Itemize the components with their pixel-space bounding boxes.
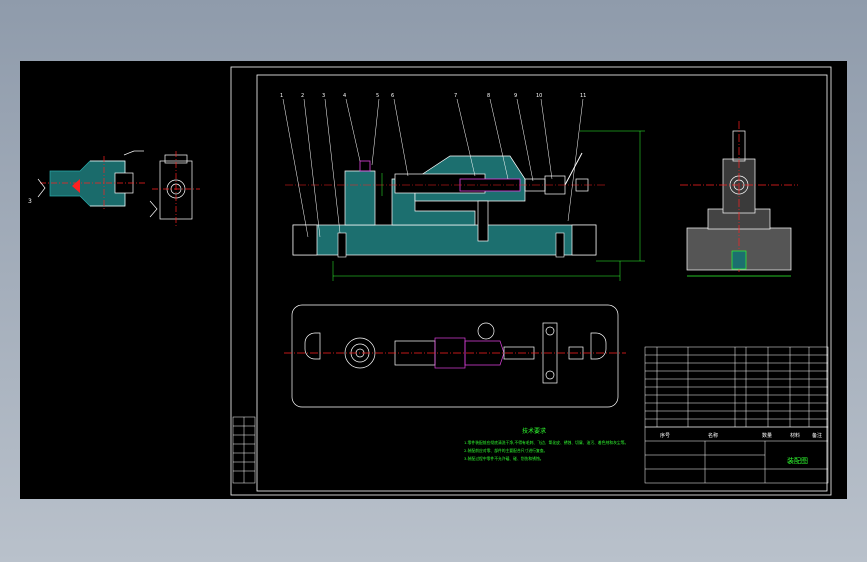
balloon-7: 7 [454, 93, 457, 99]
notes-title: 技术要求 [522, 427, 546, 435]
note-line-2: 2.装配前应对零、部件的主要配合尺寸进行复查。 [464, 448, 547, 453]
technical-notes: 技术要求 1.零件装配前应彻底清洗干净,不得有毛刺、飞边、氧化皮、锈蚀、切屑、油… [464, 427, 628, 461]
side-view [680, 121, 798, 277]
balloon-2: 2 [301, 93, 304, 99]
top-view [284, 304, 626, 408]
inner-frame [256, 74, 828, 492]
balloon-6: 6 [391, 93, 394, 99]
balloon-5: 5 [376, 93, 379, 99]
note-line-3: 3.装配过程中零件不允许磕、碰、划伤和锈蚀。 [464, 456, 544, 461]
drawing-title: 装配图 [787, 456, 808, 465]
cad-drawing: 3 [28, 66, 832, 496]
header-material: 材料 [790, 432, 800, 439]
detail-label: 3 [28, 198, 32, 205]
parts-list [644, 346, 829, 484]
revision-table [232, 416, 256, 484]
balloon-labels: 1 2 3 4 5 6 7 8 9 10 11 [280, 93, 586, 99]
outer-frame [230, 66, 832, 496]
header-seq: 序号 [660, 432, 670, 439]
title-block-text: 序号 名称 数量 材料 备注 装配图 [660, 432, 822, 465]
balloon-4: 4 [343, 93, 346, 99]
header-qty: 数量 [762, 432, 772, 439]
header-name: 名称 [708, 432, 718, 439]
note-line-1: 1.零件装配前应彻底清洗干净,不得有毛刺、飞边、氧化皮、锈蚀、切屑、油污、着色剂… [464, 440, 628, 445]
balloon-9: 9 [514, 93, 517, 99]
header-note: 备注 [812, 432, 822, 439]
balloon-8: 8 [487, 93, 490, 99]
front-section-view [282, 98, 645, 281]
detail-view-fork [37, 150, 200, 226]
balloon-3: 3 [322, 93, 325, 99]
balloon-10: 10 [536, 93, 542, 99]
cad-drawing-viewport[interactable]: 3 [20, 61, 847, 499]
balloon-11: 11 [580, 93, 586, 99]
balloon-1: 1 [280, 93, 283, 99]
